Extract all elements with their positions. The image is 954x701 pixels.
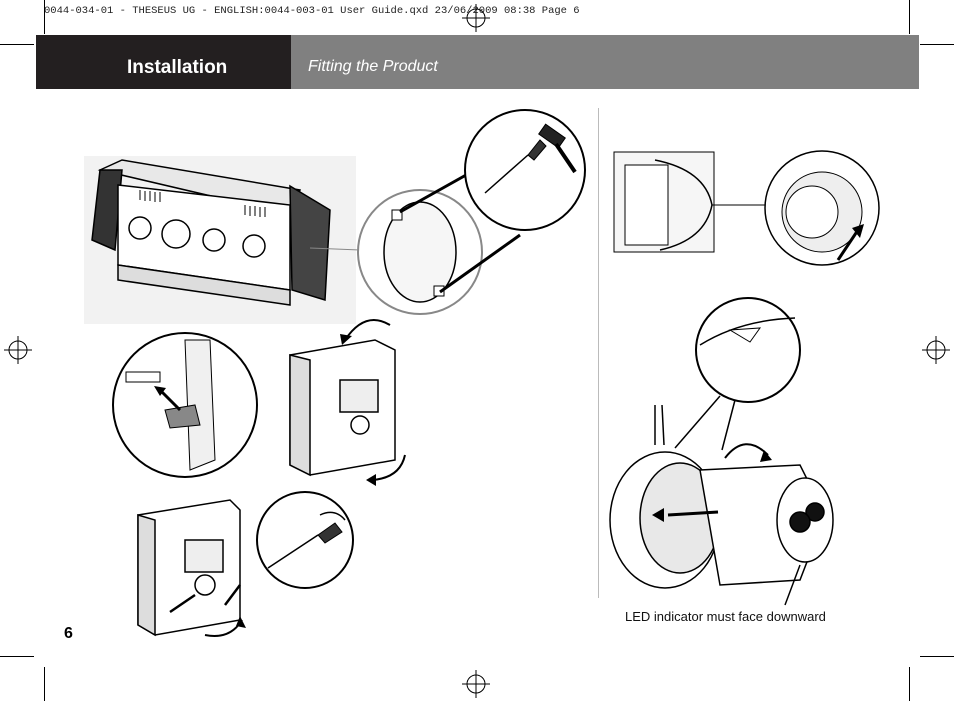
page-number: 6 bbox=[64, 625, 73, 642]
crop-mark bbox=[909, 0, 910, 34]
led-caption: LED indicator must face downward bbox=[625, 609, 826, 624]
crop-mark bbox=[920, 44, 954, 45]
crop-mark bbox=[909, 667, 910, 701]
column-divider bbox=[598, 108, 599, 598]
print-slug-line: 0044-034-01 - THESEUS UG - ENGLISH:0044-… bbox=[44, 5, 580, 17]
registration-mark-icon bbox=[4, 4, 950, 698]
crop-mark bbox=[920, 656, 954, 657]
crop-mark bbox=[44, 0, 45, 34]
section-title: Installation bbox=[127, 57, 228, 78]
section-header: Installation bbox=[36, 35, 291, 89]
crop-mark bbox=[44, 667, 45, 701]
crop-mark bbox=[0, 656, 34, 657]
unit-closed-illustration bbox=[137, 499, 241, 637]
screwdriver-icon bbox=[484, 139, 547, 194]
tool-detail-circle bbox=[464, 109, 586, 231]
screw-detail-circle bbox=[256, 491, 354, 589]
sensor-assembly-illustration bbox=[609, 404, 834, 589]
section-subtitle: Fitting the Product bbox=[308, 58, 438, 75]
crop-mark bbox=[0, 44, 34, 45]
unit-base-illustration bbox=[84, 156, 356, 324]
cable-detail-circle bbox=[695, 297, 801, 403]
hinge-detail-circle bbox=[112, 332, 258, 478]
hammer-icon bbox=[538, 123, 577, 174]
unit-front-illustration bbox=[289, 339, 396, 477]
subsection-header: Fitting the Product bbox=[291, 35, 919, 89]
